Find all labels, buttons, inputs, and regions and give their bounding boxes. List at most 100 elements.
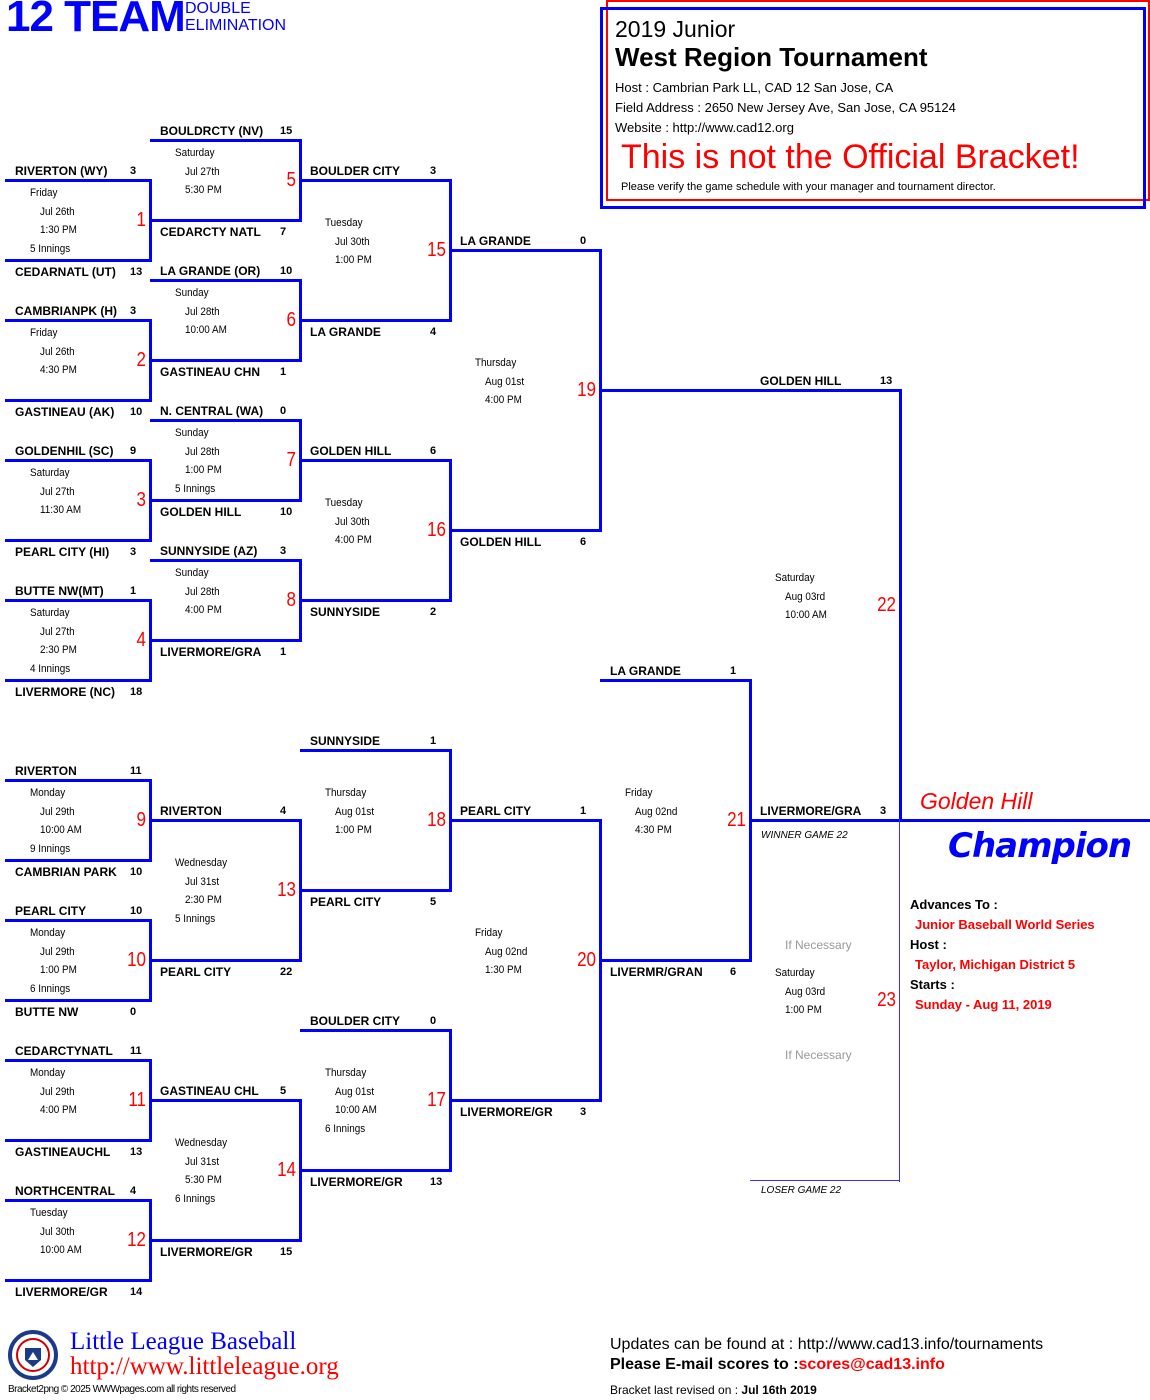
tournament-year: 2019 Junior	[615, 16, 736, 42]
team-name[interactable]: LIVERMORE/GRA	[760, 804, 862, 818]
game-info: Thursday	[325, 1067, 367, 1079]
team-name[interactable]: BUTTE NW(MT)	[15, 584, 104, 598]
team-name[interactable]: GASTINEAU CHN	[160, 365, 261, 379]
game-info: Friday	[625, 787, 653, 799]
bracket-line	[5, 1199, 152, 1202]
game-number: 1	[136, 209, 146, 231]
team-name[interactable]: LIVERMR/GRAN	[610, 965, 703, 979]
game-info: Tuesday	[325, 217, 363, 229]
team-name[interactable]: RIVERTON	[15, 764, 77, 778]
game-info: 5:30 PM	[185, 1174, 222, 1187]
team-name[interactable]: PEARL CITY (HI)	[15, 545, 110, 559]
champion-title: Champion	[948, 826, 1132, 866]
team-name[interactable]: NORTHCENTRAL	[15, 1184, 115, 1198]
tournament-info-box: 2019 Junior West Region Tournament Host …	[600, 7, 1146, 209]
host-value: Taylor, Michigan District 5	[915, 957, 1076, 972]
team-name[interactable]: N. CENTRAL (WA)	[160, 404, 264, 418]
team-score: 3	[880, 805, 887, 817]
bracket-line	[150, 559, 302, 562]
website-link[interactable]: Website : http://www.cad12.org	[615, 120, 794, 135]
game-number: 13	[277, 879, 296, 901]
game-number: 14	[277, 1159, 296, 1181]
game-info: Aug 03rd	[785, 590, 826, 603]
team-name[interactable]: CAMBRIAN PARK	[15, 865, 117, 879]
team-score: 6	[730, 966, 737, 978]
game-number: 16	[427, 519, 446, 541]
team-name[interactable]: GOLDEN HILL	[460, 535, 542, 549]
game-info: 4:00 PM	[485, 394, 522, 407]
team-name[interactable]: SUNNYSIDE	[310, 605, 381, 619]
bracket-line	[150, 959, 302, 962]
team-score: 0	[430, 1015, 437, 1027]
team-score: 1	[730, 665, 737, 677]
team-name[interactable]: PEARL CITY	[310, 895, 382, 909]
team-name[interactable]: GOLDEN HILL	[310, 444, 392, 458]
team-name[interactable]: GOLDEN HILL	[160, 505, 242, 519]
game-info: 6 Innings	[175, 1192, 216, 1205]
game-info: Aug 03rd	[785, 985, 826, 998]
game-info: 4:00 PM	[40, 1104, 77, 1117]
game-connector	[299, 279, 302, 362]
team-name[interactable]: LA GRANDE	[610, 664, 681, 678]
game-info: 10:00 AM	[40, 1244, 82, 1257]
game-connector	[299, 819, 302, 962]
game-info: 6 Innings	[325, 1122, 366, 1135]
bracket-line	[300, 319, 452, 322]
team-name[interactable]: GASTINEAUCHL	[15, 1145, 111, 1159]
bracket-line	[150, 419, 302, 422]
game-number: 9	[136, 809, 146, 831]
bracket-line	[5, 259, 152, 262]
team-name[interactable]: PEARL CITY	[15, 904, 87, 918]
game-info: 1:30 PM	[40, 224, 77, 237]
team-name[interactable]: PEARL CITY	[460, 804, 532, 818]
little-league-url[interactable]: http://www.littleleague.org	[70, 1353, 339, 1380]
game-info: 10:00 AM	[185, 324, 227, 337]
team-name[interactable]: GASTINEAU (AK)	[15, 405, 115, 419]
game-number: 7	[286, 449, 296, 471]
team-name[interactable]: BOULDER CITY	[310, 164, 400, 178]
team-name[interactable]: LIVERMORE/GR	[460, 1105, 553, 1119]
game-info: 4:00 PM	[185, 604, 222, 617]
game-info: 5:30 PM	[185, 184, 222, 197]
team-score: 15	[280, 1246, 293, 1258]
bracket-line	[150, 819, 302, 822]
team-name[interactable]: CAMBRIANPK (H)	[15, 304, 117, 318]
game-info: 1:00 PM	[335, 254, 372, 267]
game-info: 9 Innings	[30, 842, 71, 855]
game-info: 1:00 PM	[335, 824, 372, 837]
game-info: 2:30 PM	[185, 894, 222, 907]
team-name[interactable]: SUNNYSIDE (AZ)	[160, 544, 258, 558]
team-name[interactable]: LIVERMORE/GR	[160, 1245, 253, 1259]
team-name[interactable]: LIVERMORE/GR	[310, 1175, 403, 1189]
team-name[interactable]: BOULDER CITY	[310, 1014, 400, 1028]
team-name[interactable]: LIVERMORE/GRA	[160, 645, 262, 659]
email-link[interactable]: scores@cad13.info	[798, 1356, 945, 1373]
bracket-line	[300, 889, 452, 892]
team-name[interactable]: CEDARNATL (UT)	[15, 265, 116, 279]
team-name[interactable]: RIVERTON	[160, 804, 222, 818]
bracket-line	[750, 819, 902, 822]
team-name[interactable]: LA GRANDE (OR)	[160, 264, 261, 278]
loser-g22-line	[750, 1180, 900, 1181]
team-name[interactable]: CEDARCTYNATL	[15, 1044, 113, 1058]
team-name[interactable]: GASTINEAU CHL	[160, 1084, 259, 1098]
team-name[interactable]: SUNNYSIDE	[310, 734, 381, 748]
team-name[interactable]: GOLDENHIL (SC)	[15, 444, 114, 458]
team-name[interactable]: LA GRANDE	[460, 234, 531, 248]
team-name[interactable]: BOULDRCTY (NV)	[160, 124, 264, 138]
team-name[interactable]: PEARL CITY	[160, 965, 232, 979]
team-name[interactable]: CEDARCTY NATL	[160, 225, 261, 239]
team-name[interactable]: BUTTE NW	[15, 1005, 79, 1019]
team-name[interactable]: RIVERTON (WY)	[15, 164, 108, 178]
game-info: Jul 30th	[40, 1225, 75, 1238]
team-name[interactable]: LA GRANDE	[310, 325, 381, 339]
game-number: 2	[136, 349, 146, 371]
team-name[interactable]: GOLDEN HILL	[760, 374, 842, 388]
team-name[interactable]: LIVERMORE (NC)	[15, 685, 115, 699]
game-info: Monday	[30, 1067, 66, 1079]
team-score: 3	[130, 546, 137, 558]
team-name[interactable]: LIVERMORE/GR	[15, 1285, 108, 1299]
bracket-line	[300, 459, 452, 462]
